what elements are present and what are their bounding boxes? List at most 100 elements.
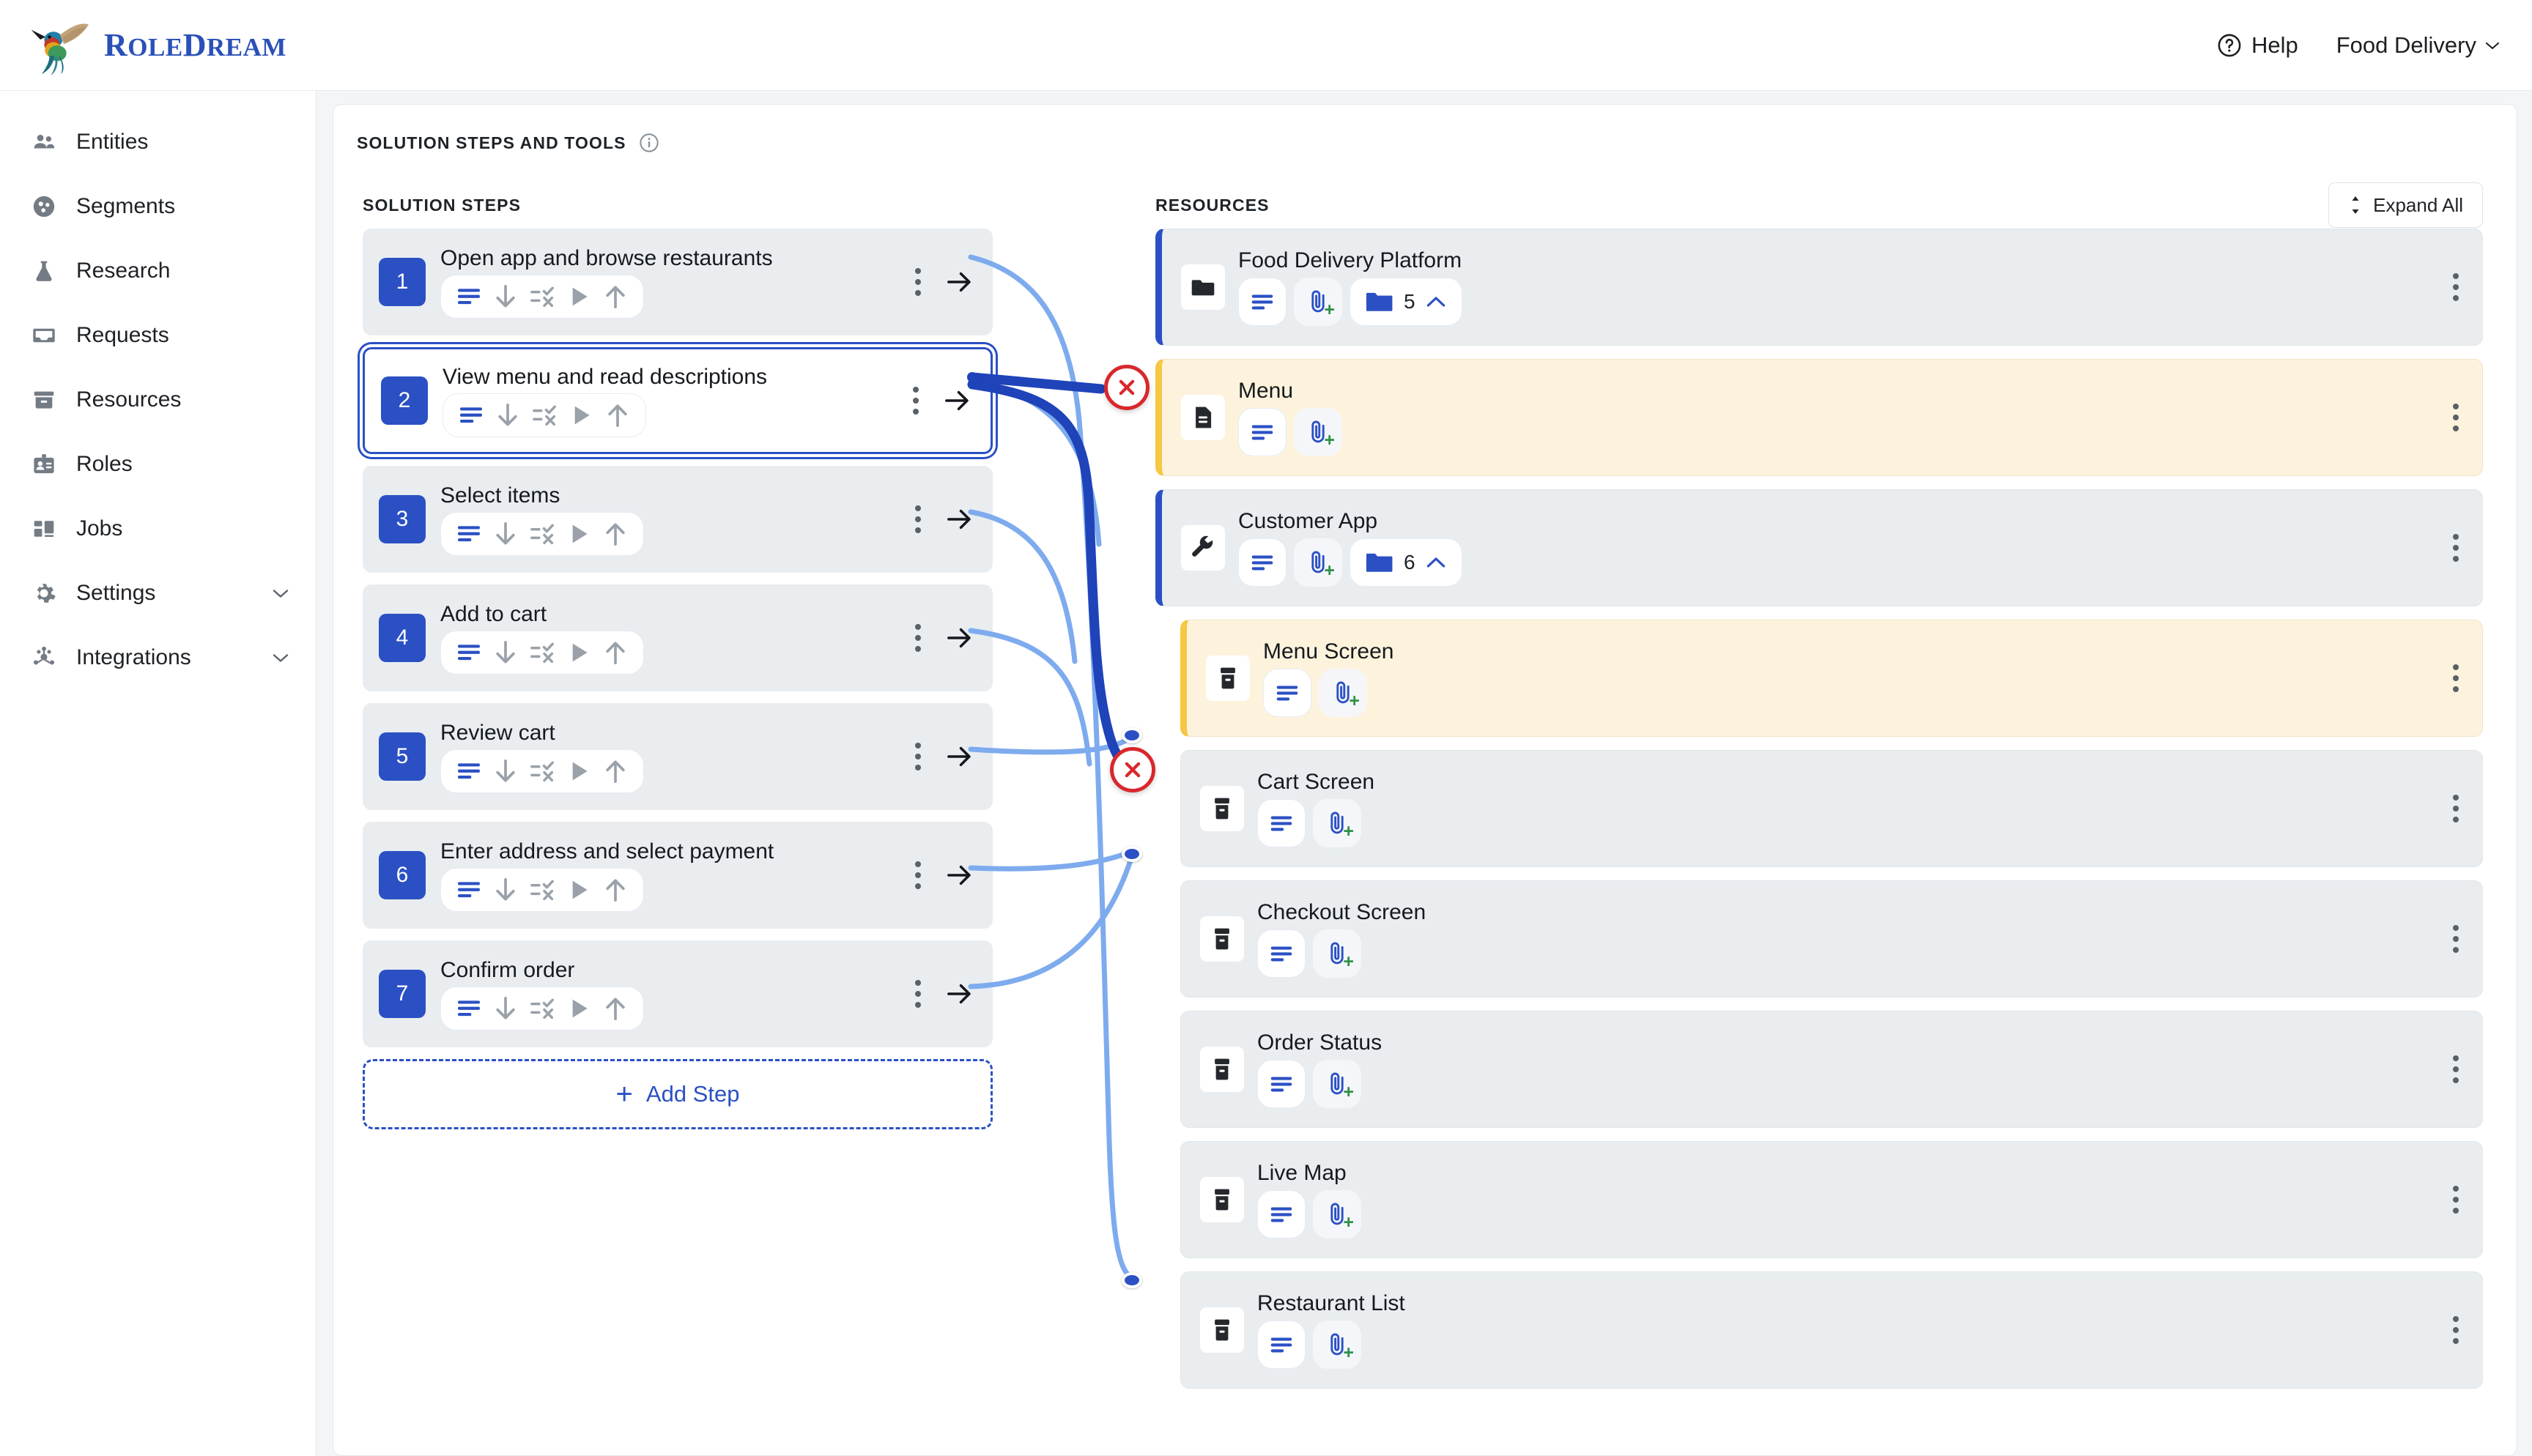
project-selector[interactable]: Food Delivery (2336, 32, 2500, 59)
step-tool-arrow-down-icon[interactable] (491, 519, 520, 549)
step-tool-notes-icon[interactable] (454, 519, 484, 549)
step-card[interactable]: 6 Enter address and select payment (363, 822, 993, 929)
resource-card[interactable]: Customer App + 6 (1155, 489, 2483, 606)
step-tool-play-icon[interactable] (564, 519, 593, 549)
resource-card[interactable]: Food Delivery Platform + 5 (1155, 229, 2483, 346)
step-card[interactable]: 1 Open app and browse restaurants (363, 229, 993, 335)
remove-connection-menu-screen-button[interactable] (1110, 747, 1155, 792)
step-tool-arrow-up-icon[interactable] (601, 875, 630, 905)
step-tool-checklist-icon[interactable] (530, 401, 559, 430)
step-tool-notes-icon[interactable] (454, 638, 484, 667)
sidebar-item-jobs[interactable]: Jobs (0, 497, 316, 561)
add-step-button[interactable]: + Add Step (363, 1059, 993, 1129)
step-card[interactable]: 7 Confirm order (363, 940, 993, 1047)
resource-notes-button[interactable] (1257, 1190, 1306, 1238)
step-card[interactable]: 3 Select items (363, 466, 993, 573)
step-tool-play-icon[interactable] (566, 401, 596, 430)
sidebar-item-integrations[interactable]: Integrations (0, 625, 316, 690)
step-tool-checklist-icon[interactable] (528, 638, 557, 667)
three-dots-vertical-icon[interactable] (911, 384, 920, 417)
resource-notes-button[interactable] (1257, 799, 1306, 847)
chevron-down-icon[interactable] (272, 653, 289, 664)
resource-attach-button[interactable]: + (1313, 1060, 1361, 1108)
arrow-right-icon[interactable] (944, 267, 974, 297)
resource-card[interactable]: Menu Screen + (1180, 620, 2483, 737)
sidebar-item-segments[interactable]: Segments (0, 174, 316, 239)
step-tool-arrow-down-icon[interactable] (493, 401, 522, 430)
resource-attach-button[interactable]: + (1313, 929, 1361, 978)
step-tool-checklist-icon[interactable] (528, 757, 557, 786)
brand-logo[interactable]: ROLEDREAM (0, 15, 286, 75)
resource-card[interactable]: Order Status + (1180, 1011, 2483, 1128)
three-dots-vertical-icon[interactable] (2451, 531, 2460, 565)
step-tool-play-icon[interactable] (564, 994, 593, 1023)
info-icon[interactable] (639, 133, 659, 153)
resource-attach-button[interactable]: + (1313, 1321, 1361, 1369)
resource-attach-button[interactable]: + (1294, 408, 1342, 456)
three-dots-vertical-icon[interactable] (2451, 792, 2460, 825)
three-dots-vertical-icon[interactable] (914, 265, 922, 299)
three-dots-vertical-icon[interactable] (914, 977, 922, 1011)
step-tool-play-icon[interactable] (564, 638, 593, 667)
three-dots-vertical-icon[interactable] (914, 502, 922, 536)
three-dots-vertical-icon[interactable] (2451, 1313, 2460, 1347)
step-tool-notes-icon[interactable] (456, 401, 486, 430)
sidebar-item-resources[interactable]: Resources (0, 368, 316, 432)
step-tool-arrow-up-icon[interactable] (601, 638, 630, 667)
resource-card[interactable]: Checkout Screen + (1180, 880, 2483, 998)
resource-card[interactable]: Restaurant List + (1180, 1271, 2483, 1389)
three-dots-vertical-icon[interactable] (2451, 401, 2460, 434)
step-tool-play-icon[interactable] (564, 875, 593, 905)
resource-notes-button[interactable] (1263, 669, 1311, 717)
step-card[interactable]: 2 View menu and read descriptions (363, 347, 993, 454)
resource-folder-toggle[interactable]: 6 (1350, 538, 1462, 587)
step-tool-notes-icon[interactable] (454, 875, 484, 905)
three-dots-vertical-icon[interactable] (2451, 661, 2460, 695)
step-card[interactable]: 5 Review cart (363, 703, 993, 810)
sidebar-item-entities[interactable]: Entities (0, 110, 316, 174)
resource-card[interactable]: Cart Screen + (1180, 750, 2483, 867)
step-tool-arrow-up-icon[interactable] (601, 282, 630, 311)
three-dots-vertical-icon[interactable] (2451, 270, 2460, 304)
expand-all-button[interactable]: Expand All (2328, 182, 2483, 228)
resource-folder-toggle[interactable]: 5 (1350, 278, 1462, 326)
sidebar-item-requests[interactable]: Requests (0, 303, 316, 368)
step-tool-checklist-icon[interactable] (528, 875, 557, 905)
step-tool-arrow-down-icon[interactable] (491, 638, 520, 667)
three-dots-vertical-icon[interactable] (2451, 1183, 2460, 1217)
step-tool-play-icon[interactable] (564, 757, 593, 786)
three-dots-vertical-icon[interactable] (914, 740, 922, 773)
step-tool-arrow-up-icon[interactable] (601, 519, 630, 549)
step-tool-notes-icon[interactable] (454, 994, 484, 1023)
resource-notes-button[interactable] (1257, 1060, 1306, 1108)
arrow-right-icon[interactable] (944, 861, 974, 890)
resource-attach-button[interactable]: + (1319, 669, 1367, 717)
arrow-right-icon[interactable] (944, 979, 974, 1009)
step-tool-arrow-down-icon[interactable] (491, 875, 520, 905)
resource-attach-button[interactable]: + (1294, 538, 1342, 587)
step-tool-arrow-up-icon[interactable] (601, 994, 630, 1023)
step-tool-notes-icon[interactable] (454, 282, 484, 311)
step-tool-arrow-down-icon[interactable] (491, 994, 520, 1023)
step-tool-play-icon[interactable] (564, 282, 593, 311)
remove-connection-menu-button[interactable] (1104, 365, 1150, 410)
step-tool-arrow-up-icon[interactable] (601, 757, 630, 786)
step-tool-arrow-down-icon[interactable] (491, 282, 520, 311)
arrow-right-icon[interactable] (944, 742, 974, 771)
resource-attach-button[interactable]: + (1313, 1190, 1361, 1238)
resource-notes-button[interactable] (1257, 929, 1306, 978)
resource-card[interactable]: Live Map + (1180, 1141, 2483, 1258)
step-card[interactable]: 4 Add to cart (363, 584, 993, 691)
three-dots-vertical-icon[interactable] (914, 621, 922, 655)
step-tool-checklist-icon[interactable] (528, 994, 557, 1023)
three-dots-vertical-icon[interactable] (2451, 1052, 2460, 1086)
step-tool-arrow-up-icon[interactable] (603, 401, 632, 430)
step-tool-notes-icon[interactable] (454, 757, 484, 786)
resource-notes-button[interactable] (1238, 408, 1287, 456)
resource-card[interactable]: Menu + (1155, 359, 2483, 476)
step-tool-checklist-icon[interactable] (528, 519, 557, 549)
sidebar-item-settings[interactable]: Settings (0, 561, 316, 625)
help-button[interactable]: Help (2217, 32, 2298, 59)
arrow-right-icon[interactable] (944, 505, 974, 534)
step-tool-checklist-icon[interactable] (528, 282, 557, 311)
